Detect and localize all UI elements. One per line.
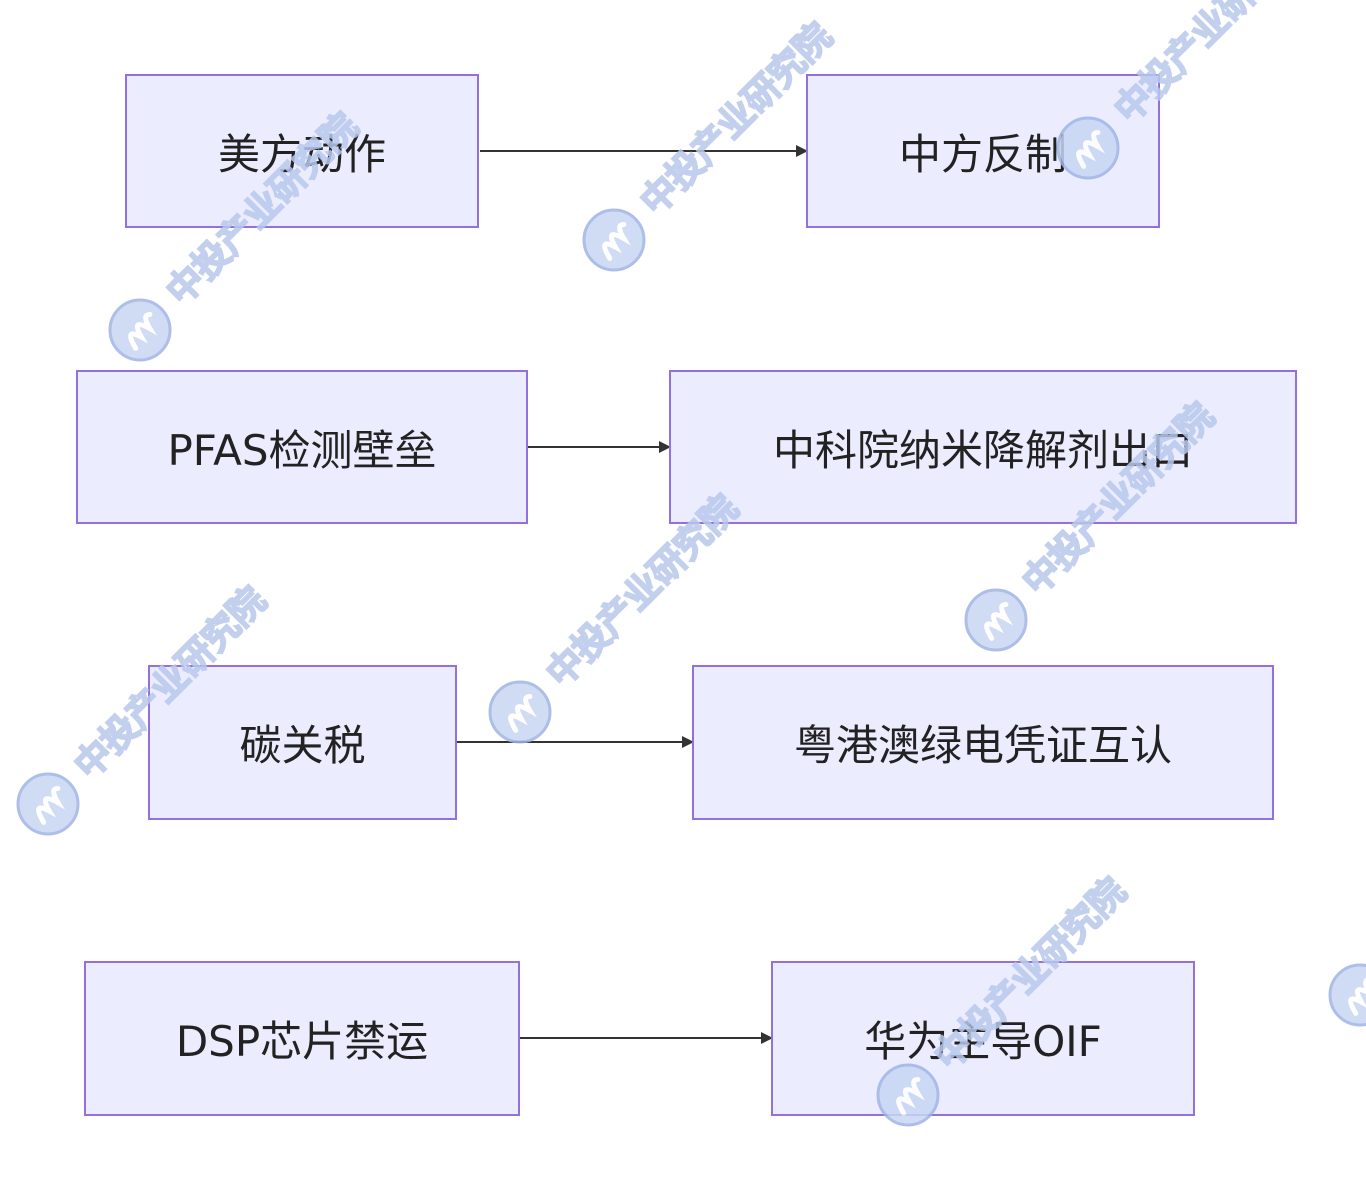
node-huawei-oif: 华为主导OIF (771, 961, 1195, 1116)
node-dsp-ban: DSP芯片禁运 (84, 961, 520, 1116)
node-carbon-tariff: 碳关税 (148, 665, 457, 820)
node-gba-green: 粤港澳绿电凭证互认 (692, 665, 1274, 820)
node-label: DSP芯片禁运 (175, 1017, 429, 1066)
node-cas-nano: 中科院纳米降解剂出口 (669, 370, 1297, 524)
node-label: 华为主导OIF (864, 1017, 1102, 1066)
node-label: 粤港澳绿电凭证互认 (793, 721, 1172, 770)
node-label: PFAS检测壁垒 (167, 425, 437, 475)
node-label: 美方动作 (217, 129, 386, 179)
node-label: 中科院纳米降解剂出口 (772, 425, 1193, 475)
node-label: 碳关税 (239, 721, 366, 770)
node-pfas: PFAS检测壁垒 (76, 370, 528, 524)
node-cn-countermeasure: 中方反制 (806, 74, 1160, 228)
node-label: 中方反制 (898, 129, 1067, 179)
node-us-action: 美方动作 (125, 74, 479, 228)
